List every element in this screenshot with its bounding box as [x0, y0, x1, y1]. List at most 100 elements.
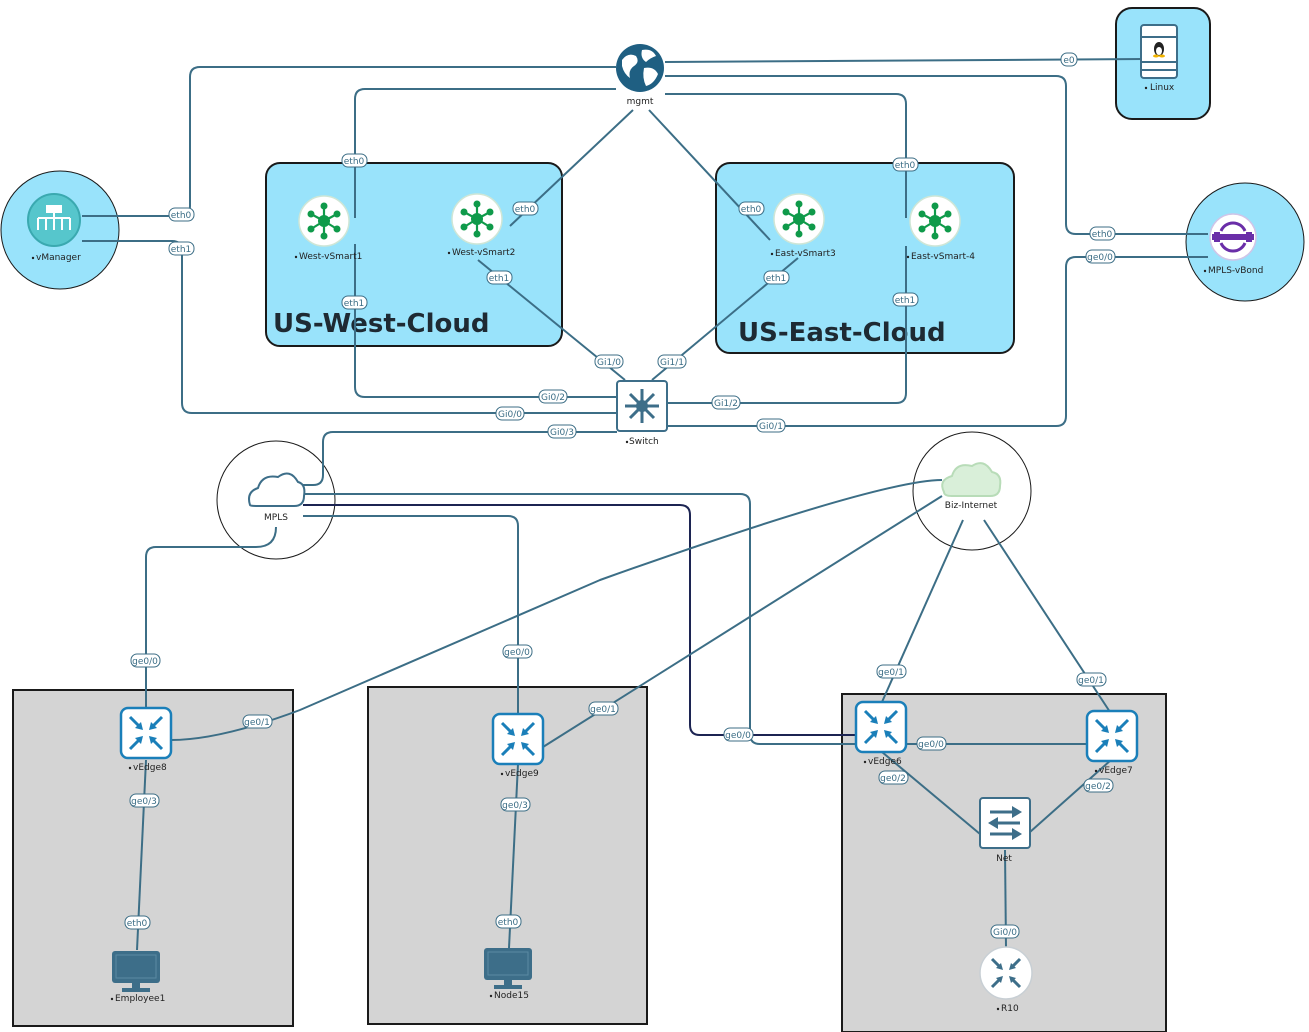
svg-text:eth1: eth1	[344, 299, 365, 309]
vmanager-node[interactable]: vManager	[27, 193, 81, 263]
employee1-node[interactable]: Employee1	[111, 950, 165, 1004]
east-vsmart4-node[interactable]: East-vSmart-4	[908, 194, 975, 262]
if-vedge8-ge01[interactable]: ge0/1	[242, 714, 273, 729]
us-east-cloud-title: US-East-Cloud	[738, 318, 946, 348]
svg-text:eth0: eth0	[498, 918, 519, 928]
globe-icon	[616, 44, 664, 92]
if-vmanager-eth0[interactable]: eth0	[168, 207, 195, 222]
if-ws1-eth0[interactable]: eth0	[341, 153, 368, 168]
svg-text:eth0: eth0	[127, 919, 148, 929]
if-ws2-eth0[interactable]: eth0	[512, 201, 539, 216]
link-vedge7-net[interactable]	[1029, 759, 1112, 833]
us-west-cloud-title: US-West-Cloud	[273, 309, 490, 339]
if-vedge7-ge02[interactable]: ge0/2	[1083, 778, 1114, 793]
if-vedge6-ge01[interactable]: ge0/1	[876, 664, 907, 679]
if-switch-gi11[interactable]: Gi1/1	[657, 354, 687, 369]
if-es3-eth0[interactable]: eth0	[738, 201, 765, 216]
r10-node[interactable]: R10	[979, 946, 1033, 1014]
link-ws1-switch[interactable]	[354, 244, 617, 398]
link-vedge6-net[interactable]	[881, 751, 981, 835]
net-node[interactable]: Net	[979, 797, 1031, 864]
if-node15-eth0[interactable]: eth0	[495, 914, 522, 929]
if-vbond-eth0[interactable]: eth0	[1089, 226, 1116, 241]
vedge6-node[interactable]: vEdge6	[854, 700, 908, 767]
link-mgmt-vbond[interactable]	[665, 75, 1208, 235]
svg-text:eth0: eth0	[515, 205, 536, 215]
if-ws1-eth1[interactable]: eth1	[341, 295, 368, 310]
svg-text:ge0/2: ge0/2	[1085, 782, 1111, 792]
svg-text:Gi1/2: Gi1/2	[714, 399, 738, 409]
vsmart-icon	[450, 192, 504, 246]
west-vsmart1-node[interactable]: West-vSmart1	[297, 194, 362, 262]
if-linux-e0[interactable]: e0	[1060, 52, 1078, 67]
link-biz-vedge8[interactable]	[170, 479, 943, 741]
svg-text:Gi0/0: Gi0/0	[993, 928, 1017, 938]
if-switch-gi02[interactable]: Gi0/2	[538, 389, 568, 404]
linux-node[interactable]: Linux	[1140, 24, 1178, 93]
vedge6-label: vEdge6	[868, 757, 902, 767]
switch-node[interactable]: Switch	[616, 380, 668, 447]
vbond-icon	[1209, 213, 1257, 261]
if-es4-eth0[interactable]: eth0	[892, 157, 919, 172]
mpls-node[interactable]: MPLS	[248, 472, 306, 523]
if-switch-gi01[interactable]: Gi0/1	[756, 418, 786, 433]
if-vedge8-ge03[interactable]: ge0/3	[129, 793, 160, 808]
mpls-vbond-node[interactable]: MPLS-vBond	[1208, 213, 1263, 276]
vedge7-label: vEdge7	[1099, 766, 1133, 776]
biz-internet-label: Biz-Internet	[945, 501, 998, 511]
svg-text:ge0/3: ge0/3	[502, 801, 528, 811]
link-es4-switch[interactable]	[667, 246, 907, 404]
if-ws2-eth1[interactable]: eth1	[486, 270, 513, 285]
link-mgmt-west-vsmart1[interactable]	[354, 88, 616, 218]
if-vmanager-eth1[interactable]: eth1	[168, 241, 195, 256]
if-vedge7-ge00[interactable]: ge0/0	[916, 736, 947, 751]
link-mpls-vedge7[interactable]	[303, 493, 1087, 745]
svg-text:eth0: eth0	[1092, 230, 1113, 240]
if-switch-gi00[interactable]: Gi0/0	[495, 406, 525, 421]
biz-internet-node[interactable]: Biz-Internet	[941, 462, 1002, 511]
if-r10-gi00[interactable]: Gi0/0	[990, 924, 1020, 939]
svg-text:eth1: eth1	[895, 296, 916, 306]
if-vedge8-ge00[interactable]: ge0/0	[130, 653, 161, 668]
link-mpls-vedge6[interactable]	[303, 504, 856, 736]
vmanager-icon	[27, 193, 81, 247]
if-vbond-ge00[interactable]: ge0/0	[1085, 249, 1116, 264]
vedge7-node[interactable]: vEdge7	[1085, 709, 1139, 776]
linux-server-icon	[1140, 24, 1178, 79]
if-vedge9-ge01[interactable]: ge0/1	[588, 701, 619, 716]
vedge8-node[interactable]: vEdge8	[119, 706, 173, 773]
if-vedge9-ge00[interactable]: ge0/0	[502, 644, 533, 659]
if-es4-eth1[interactable]: eth1	[892, 292, 919, 307]
if-vedge9-ge03[interactable]: ge0/3	[500, 797, 531, 812]
mgmt-label: mgmt	[627, 97, 654, 107]
link-mgmt-east-vsmart4[interactable]	[665, 93, 907, 218]
if-switch-gi12[interactable]: Gi1/2	[711, 395, 741, 410]
mgmt-node[interactable]: mgmt	[616, 44, 664, 107]
link-mgmt-east-vsmart3[interactable]	[648, 109, 771, 241]
if-switch-gi03[interactable]: Gi0/3	[547, 424, 577, 439]
router-icon	[491, 712, 545, 766]
node15-node[interactable]: Node15	[483, 947, 533, 1001]
link-switch-mpls[interactable]	[303, 431, 617, 486]
router-icon	[854, 700, 908, 754]
west-vsmart2-node[interactable]: West-vSmart2	[450, 192, 515, 258]
vedge9-node[interactable]: vEdge9	[491, 712, 545, 779]
svg-text:Gi0/1: Gi0/1	[759, 422, 783, 432]
if-employee1-eth0[interactable]: eth0	[124, 915, 151, 930]
link-mpls-vedge8[interactable]	[145, 526, 277, 708]
if-vedge7-ge01[interactable]: ge0/1	[1076, 672, 1107, 687]
if-es3-eth1[interactable]: eth1	[763, 270, 790, 285]
vedge8-label: vEdge8	[133, 763, 167, 773]
east-vsmart3-label: East-vSmart3	[775, 249, 836, 259]
west-vsmart1-label: West-vSmart1	[299, 252, 362, 262]
if-switch-gi10[interactable]: Gi1/0	[594, 354, 624, 369]
east-vsmart3-node[interactable]: East-vSmart3	[772, 192, 836, 259]
vedge9-label: vEdge9	[505, 769, 539, 779]
link-mpls-vedge9[interactable]	[303, 515, 519, 714]
vmanager-label: vManager	[36, 253, 81, 263]
if-vedge6-ge00-mpls[interactable]: ge0/0	[723, 727, 754, 742]
link-switch-vbond[interactable]	[667, 256, 1208, 427]
interface-labels: e0 eth0 eth1 eth0 eth1 eth0 eth1 eth0 et…	[124, 52, 1116, 939]
if-vedge6-ge02[interactable]: ge0/2	[878, 770, 909, 785]
net-label: Net	[996, 854, 1012, 864]
